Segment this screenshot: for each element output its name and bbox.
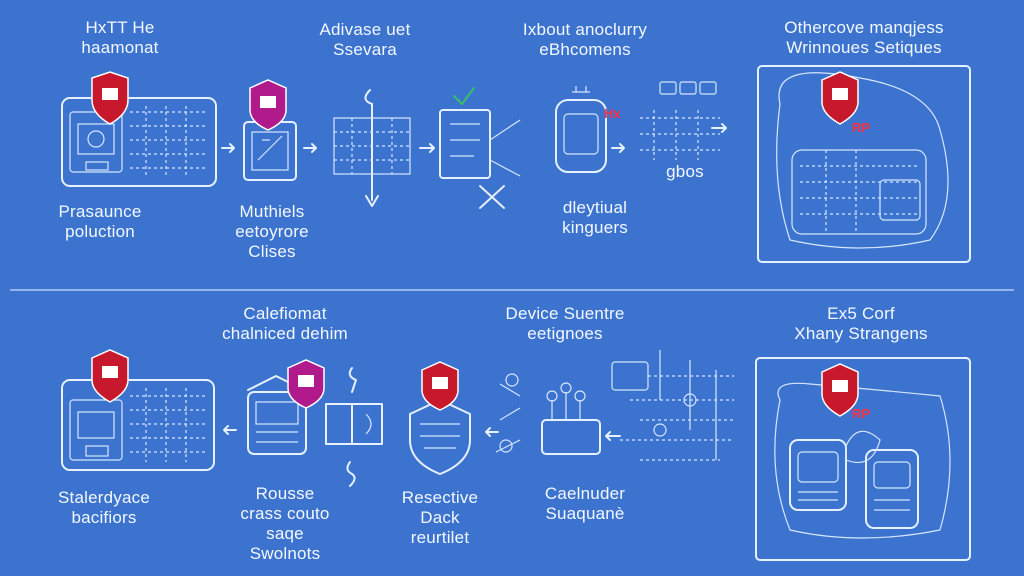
- top-tablet-icon: [439, 87, 521, 209]
- bottom-network-icon: [495, 373, 621, 455]
- bottom-device-panel: [61, 379, 215, 471]
- top-label-2: Muthiels eetoyrore Clises: [235, 202, 309, 261]
- arrow-icon: [485, 427, 499, 437]
- bottom-connector-icon: [611, 350, 734, 461]
- shield-icon: [287, 359, 325, 409]
- row-divider: [10, 289, 1014, 291]
- rp-tag: RP: [852, 120, 871, 135]
- bottom-code-icon: [325, 367, 383, 487]
- top-header-4: Othercove manqjess Wrinnoues Setiques: [784, 18, 944, 57]
- top-system-panel: [757, 65, 971, 263]
- bottom-label-4: Caelnuder Suaquanè: [544, 484, 626, 523]
- top-device-panel: [61, 97, 217, 187]
- arrow-icon: [223, 425, 237, 435]
- top-label-3: dleytiual kinguers: [562, 198, 628, 237]
- bottom-label-1: Stalerdyace bacifiors: [58, 488, 150, 527]
- top-header-1: HxTT He haamonat: [81, 18, 159, 57]
- bottom-shield-badge-icon: [409, 361, 471, 475]
- top-header-3: Ixbout anoclurry eBhcomens: [522, 20, 648, 59]
- shield-icon: [821, 71, 859, 125]
- hx-tag: Hx: [604, 106, 621, 121]
- top-header-2: Adivase uet Ssevara: [319, 20, 411, 59]
- top-scanner-icon: [555, 86, 625, 173]
- arrow-icon: [221, 143, 235, 153]
- top-document-icon: [243, 121, 297, 181]
- bottom-header-5: Ex5 Corf Xhany Strangens: [794, 304, 928, 343]
- top-circuit-icon: [333, 89, 435, 207]
- bottom-label-2: Rousse crass couto saqe Swolnots: [240, 484, 330, 563]
- shield-icon: [91, 349, 129, 403]
- bottom-machine-icon: [247, 375, 307, 455]
- top-grid-icon: [640, 81, 727, 160]
- shield-icon: [249, 79, 287, 131]
- bottom-label-3: Resective Dack reurtilet: [401, 488, 479, 547]
- rp-tag: RP: [852, 406, 871, 421]
- bottom-header-2: Calefiomat chalniced dehim: [222, 304, 348, 343]
- top-label-1: Prasaunce poluction: [58, 202, 142, 241]
- shield-icon: [821, 363, 859, 417]
- bottom-system-panel: [755, 357, 971, 561]
- shield-icon: [91, 71, 129, 125]
- arrow-icon: [303, 143, 317, 153]
- bottom-header-4: Device Suentre eetignoes: [505, 304, 625, 343]
- top-mid-text: gbos: [666, 162, 704, 181]
